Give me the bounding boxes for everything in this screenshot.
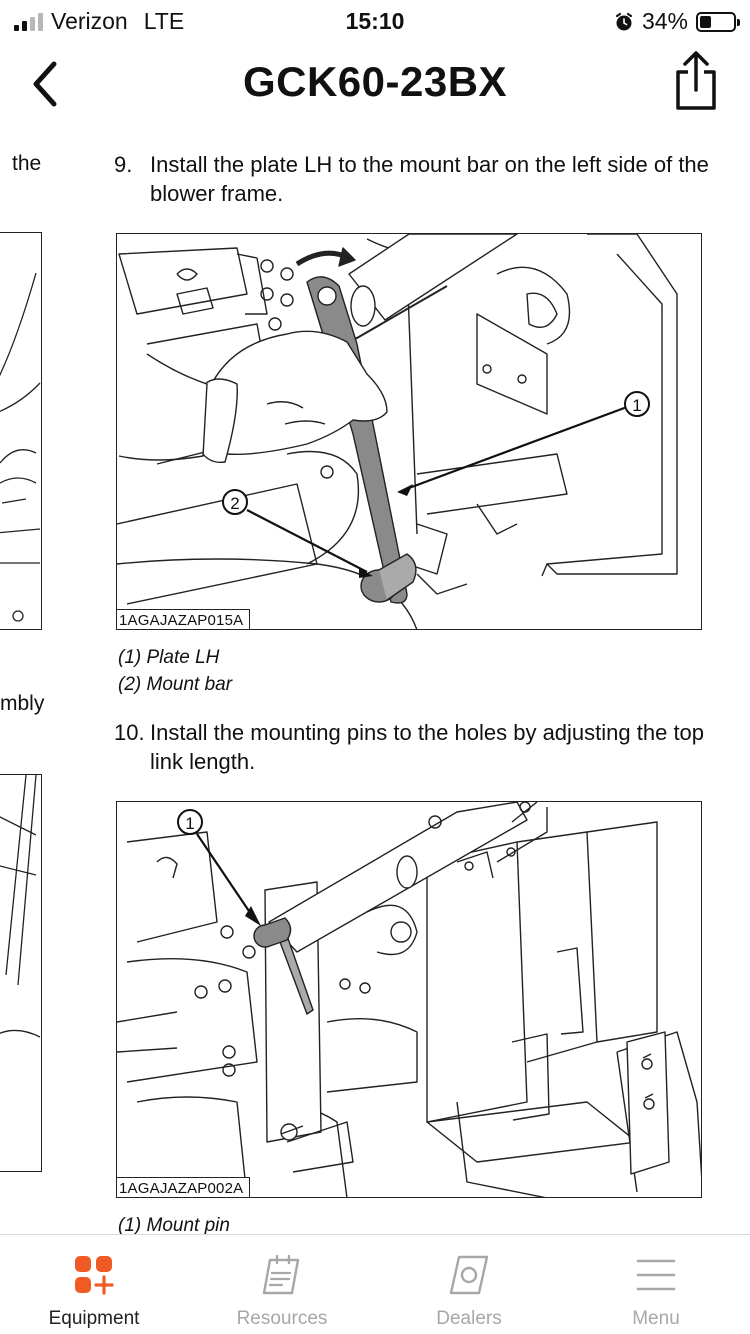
- tab-label: Menu: [632, 1308, 680, 1329]
- resources-icon: [262, 1254, 300, 1295]
- figure-plate-lh[interactable]: 1 2 1AGAJAZAP015A: [116, 233, 702, 630]
- previous-page-text: mbly: [0, 692, 45, 715]
- callout-label: 1: [185, 814, 194, 833]
- back-button[interactable]: [24, 56, 74, 112]
- callout-label: 1: [632, 396, 641, 415]
- menu-icon: [636, 1259, 676, 1291]
- equipment-icon: [75, 1256, 114, 1295]
- step-number: 10.: [114, 720, 145, 745]
- share-button[interactable]: [668, 50, 724, 114]
- network-type: LTE: [143, 8, 185, 34]
- dealers-icon: [449, 1255, 489, 1295]
- step-10: 10. Install the mounting pins to the hol…: [114, 718, 714, 776]
- previous-page-figure: [0, 774, 42, 1172]
- signal-icon: [14, 12, 43, 31]
- step-text: Install the plate LH to the mount bar on…: [150, 152, 709, 206]
- figure-mount-pin[interactable]: 1 1AGAJAZAP002A: [116, 801, 702, 1198]
- figure-illustration: 1: [117, 802, 701, 1197]
- caption-line: (1) Plate LH: [118, 647, 220, 668]
- page-title: GCK60-23BX: [242, 58, 508, 105]
- chevron-left-icon: [33, 61, 57, 107]
- manual-content[interactable]: the mbly 9. Install the plate LH to the …: [0, 126, 750, 1234]
- status-bar: Verizon LTE 15:10 34%: [0, 0, 750, 42]
- battery-fill: [700, 15, 711, 28]
- figure-caption: (1) Plate LH (2) Mount bar: [118, 644, 232, 698]
- caption-line: (1) Mount pin: [118, 1215, 230, 1234]
- tab-resources[interactable]: Resources: [188, 1235, 376, 1334]
- caption-line: (2) Mount bar: [118, 674, 233, 695]
- figure-code: 1AGAJAZAP002A: [117, 1177, 251, 1197]
- alarm-icon: [615, 12, 633, 30]
- tab-dealers[interactable]: Dealers: [375, 1235, 563, 1334]
- callout-label: 2: [230, 494, 239, 513]
- nav-bar: GCK60-23BX: [0, 42, 750, 126]
- step-9: 9. Install the plate LH to the mount bar…: [114, 150, 714, 208]
- battery-percent: 34%: [641, 8, 688, 34]
- status-right: 34%: [614, 8, 740, 35]
- tab-label: Resources: [236, 1308, 328, 1329]
- carrier-name: Verizon: [51, 8, 128, 34]
- step-number: 9.: [114, 152, 133, 177]
- share-icon: [676, 51, 716, 110]
- tab-label: Dealers: [436, 1308, 502, 1329]
- previous-page-edge[interactable]: the mbly: [0, 126, 44, 1234]
- tab-menu[interactable]: Menu: [562, 1235, 750, 1334]
- previous-page-text: the: [12, 152, 42, 175]
- status-left: Verizon LTE: [14, 8, 184, 35]
- battery-icon: [696, 11, 740, 32]
- step-text: Install the mounting pins to the holes b…: [150, 720, 705, 774]
- figure-illustration: 1 2: [117, 234, 678, 629]
- figure-caption: (1) Mount pin: [118, 1212, 230, 1234]
- status-time: 15:10: [345, 8, 405, 34]
- tab-label: Equipment: [48, 1308, 140, 1329]
- figure-code: 1AGAJAZAP015A: [117, 609, 251, 629]
- tab-equipment[interactable]: Equipment: [0, 1235, 188, 1334]
- tab-bar: Equipment Resources Dealers Menu: [0, 1234, 750, 1334]
- previous-page-figure: [0, 232, 42, 630]
